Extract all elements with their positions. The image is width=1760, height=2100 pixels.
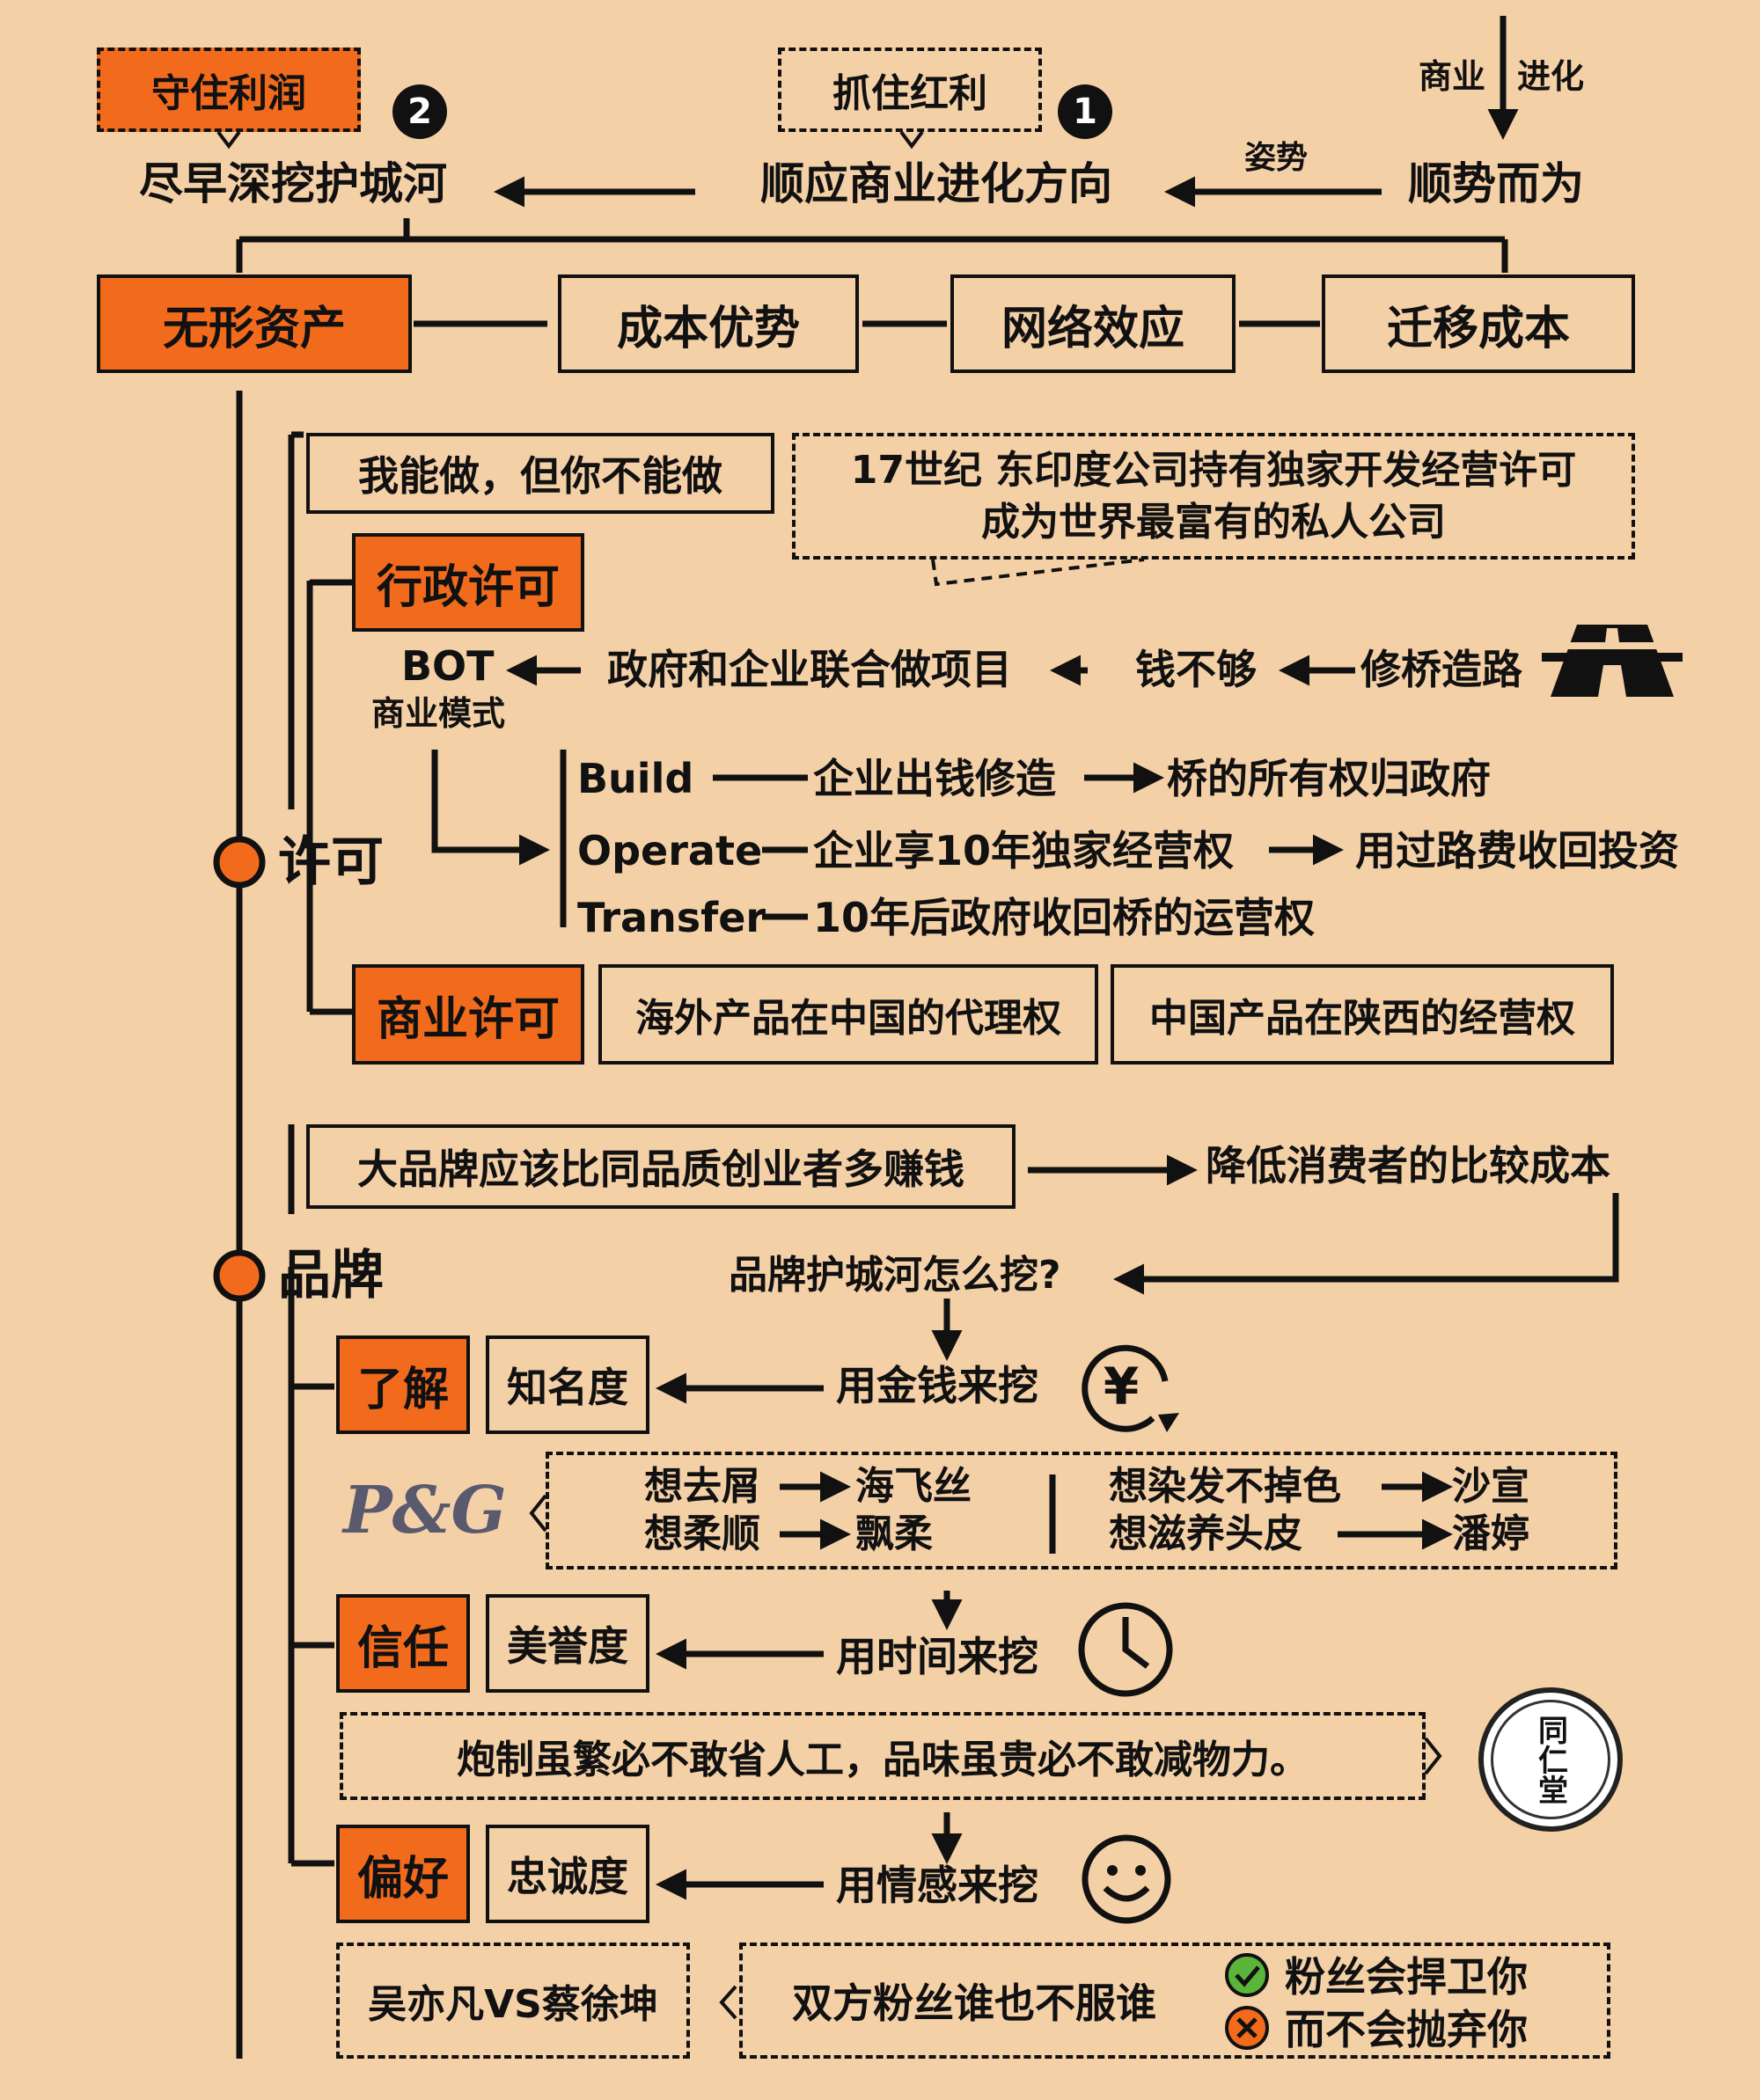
- pg-rejoice: 飘柔: [855, 1511, 933, 1556]
- evolution-label: 进化: [1517, 57, 1585, 96]
- understand-box: 了解: [336, 1335, 470, 1434]
- follow-trend-text: 顺势而为: [1408, 158, 1584, 209]
- svg-text:¥: ¥: [1104, 1357, 1139, 1416]
- moat-early-text: 尽早深挖护城河: [139, 158, 447, 209]
- build-bridge-text: 修桥造路: [1360, 646, 1522, 693]
- money-cycle-icon: ¥: [1082, 1344, 1179, 1432]
- pg-dye: 想染发不掉色: [1109, 1464, 1341, 1509]
- bot-build-key: Build: [577, 755, 694, 802]
- time-dig-text: 用时间来挖: [836, 1633, 1038, 1680]
- idols-box: 吴亦凡VS蔡徐坤: [336, 1943, 690, 2059]
- no-money-text: 钱不够: [1135, 646, 1257, 693]
- money-dig-text: 用金钱来挖: [836, 1362, 1038, 1409]
- category-network-effect: 网络效应: [950, 274, 1236, 373]
- bot-transfer-a: 10年后政府收回桥的运营权: [813, 894, 1316, 941]
- emotion-dig-text: 用情感来挖: [836, 1862, 1038, 1909]
- category-intangible-assets: 无形资产: [97, 274, 412, 373]
- license-title: 许可: [278, 831, 384, 893]
- trust-box: 信任: [336, 1594, 470, 1693]
- road-icon: [1542, 625, 1683, 697]
- pg-logo: P&G: [343, 1473, 507, 1548]
- i-can-box: 我能做，但你不能做: [306, 433, 774, 514]
- bot-operate-b: 用过路费收回投资: [1355, 827, 1679, 874]
- commercial-license-box: 商业许可: [352, 964, 584, 1065]
- smiley-icon: [1082, 1834, 1171, 1924]
- seize-dividend-label: 抓住红利: [832, 71, 987, 116]
- license-node-circle: [213, 836, 266, 889]
- posture-label: 姿势: [1244, 140, 1309, 176]
- guard-profit-box: 守住利润: [97, 48, 361, 132]
- tongrentang-seal: 同仁堂: [1478, 1687, 1623, 1832]
- category-cost-advantage: 成本优势: [558, 274, 859, 373]
- operation-box: 中国产品在陕西的经营权: [1111, 964, 1614, 1065]
- brand-title: 品牌: [278, 1245, 384, 1306]
- guard-profit-label: 守住利润: [151, 71, 306, 116]
- seize-dividend-box: 抓住红利: [778, 48, 1042, 132]
- pg-pantene: 潘婷: [1452, 1511, 1529, 1556]
- business-label: 商业: [1419, 57, 1486, 96]
- loyalty-box: 忠诚度: [486, 1825, 649, 1923]
- pg-smooth: 想柔顺: [644, 1511, 760, 1556]
- pg-sassoon: 沙宣: [1452, 1464, 1529, 1509]
- pg-scalp: 想滋养头皮: [1109, 1511, 1302, 1556]
- awareness-box: 知名度: [486, 1335, 649, 1434]
- clock-icon: [1078, 1602, 1173, 1697]
- bot-operate-a: 企业享10年独家经营权: [813, 827, 1235, 874]
- follow-direction-text: 顺应商业进化方向: [760, 158, 1112, 209]
- tongrentang-quote-box: 炮制虽繁必不敢省人工，品味虽贵必不敢减物力。: [340, 1712, 1426, 1800]
- category-switching-cost: 迁移成本: [1322, 274, 1635, 373]
- how-dig-text: 品牌护城河怎么挖?: [729, 1253, 1061, 1298]
- brand-node-circle: [213, 1249, 266, 1302]
- fans-defend-text: 粉丝会捍卫你: [1285, 1953, 1528, 2001]
- preference-box: 偏好: [336, 1825, 470, 1923]
- big-brand-box: 大品牌应该比同品质创业者多赚钱: [306, 1124, 1016, 1209]
- fans-not-abandon-text: 而不会抛弃你: [1285, 2006, 1528, 2053]
- step-badge-2: 2: [392, 84, 447, 139]
- bot-label: BOT: [401, 642, 495, 690]
- history-line-2: 成为世界最富有的私人公司: [981, 500, 1446, 545]
- pg-head-shoulders: 海飞丝: [855, 1464, 972, 1509]
- bot-transfer-key: Transfer: [577, 894, 766, 941]
- bot-sub-label: 商业模式: [371, 694, 506, 733]
- seal-text: 同仁堂: [1532, 1715, 1568, 1804]
- history-callout: 17世纪 东印度公司持有独家开发经营许可 成为世界最富有的私人公司: [792, 433, 1635, 560]
- step-badge-1: 1: [1058, 84, 1112, 139]
- bot-operate-key: Operate: [577, 827, 763, 874]
- fans-callout: [739, 1943, 1610, 2059]
- bot-build-a: 企业出钱修造: [813, 755, 1056, 802]
- reduce-cost-text: 降低消费者的比较成本: [1206, 1142, 1610, 1189]
- bot-build-b: 桥的所有权归政府: [1167, 755, 1491, 802]
- agency-box: 海外产品在中国的代理权: [598, 964, 1098, 1065]
- admin-license-box: 行政许可: [352, 533, 584, 632]
- pg-callout: [546, 1452, 1617, 1570]
- cross-icon: [1225, 2006, 1269, 2050]
- fans-text: 双方粉丝谁也不服谁: [792, 1979, 1156, 2027]
- pg-dandruff: 想去屑: [644, 1464, 760, 1509]
- reputation-box: 美誉度: [486, 1594, 649, 1693]
- history-line-1: 17世纪 东印度公司持有独家开发经营许可: [850, 447, 1577, 493]
- check-icon: [1225, 1953, 1269, 1997]
- joint-project-text: 政府和企业联合做项目: [607, 646, 1012, 693]
